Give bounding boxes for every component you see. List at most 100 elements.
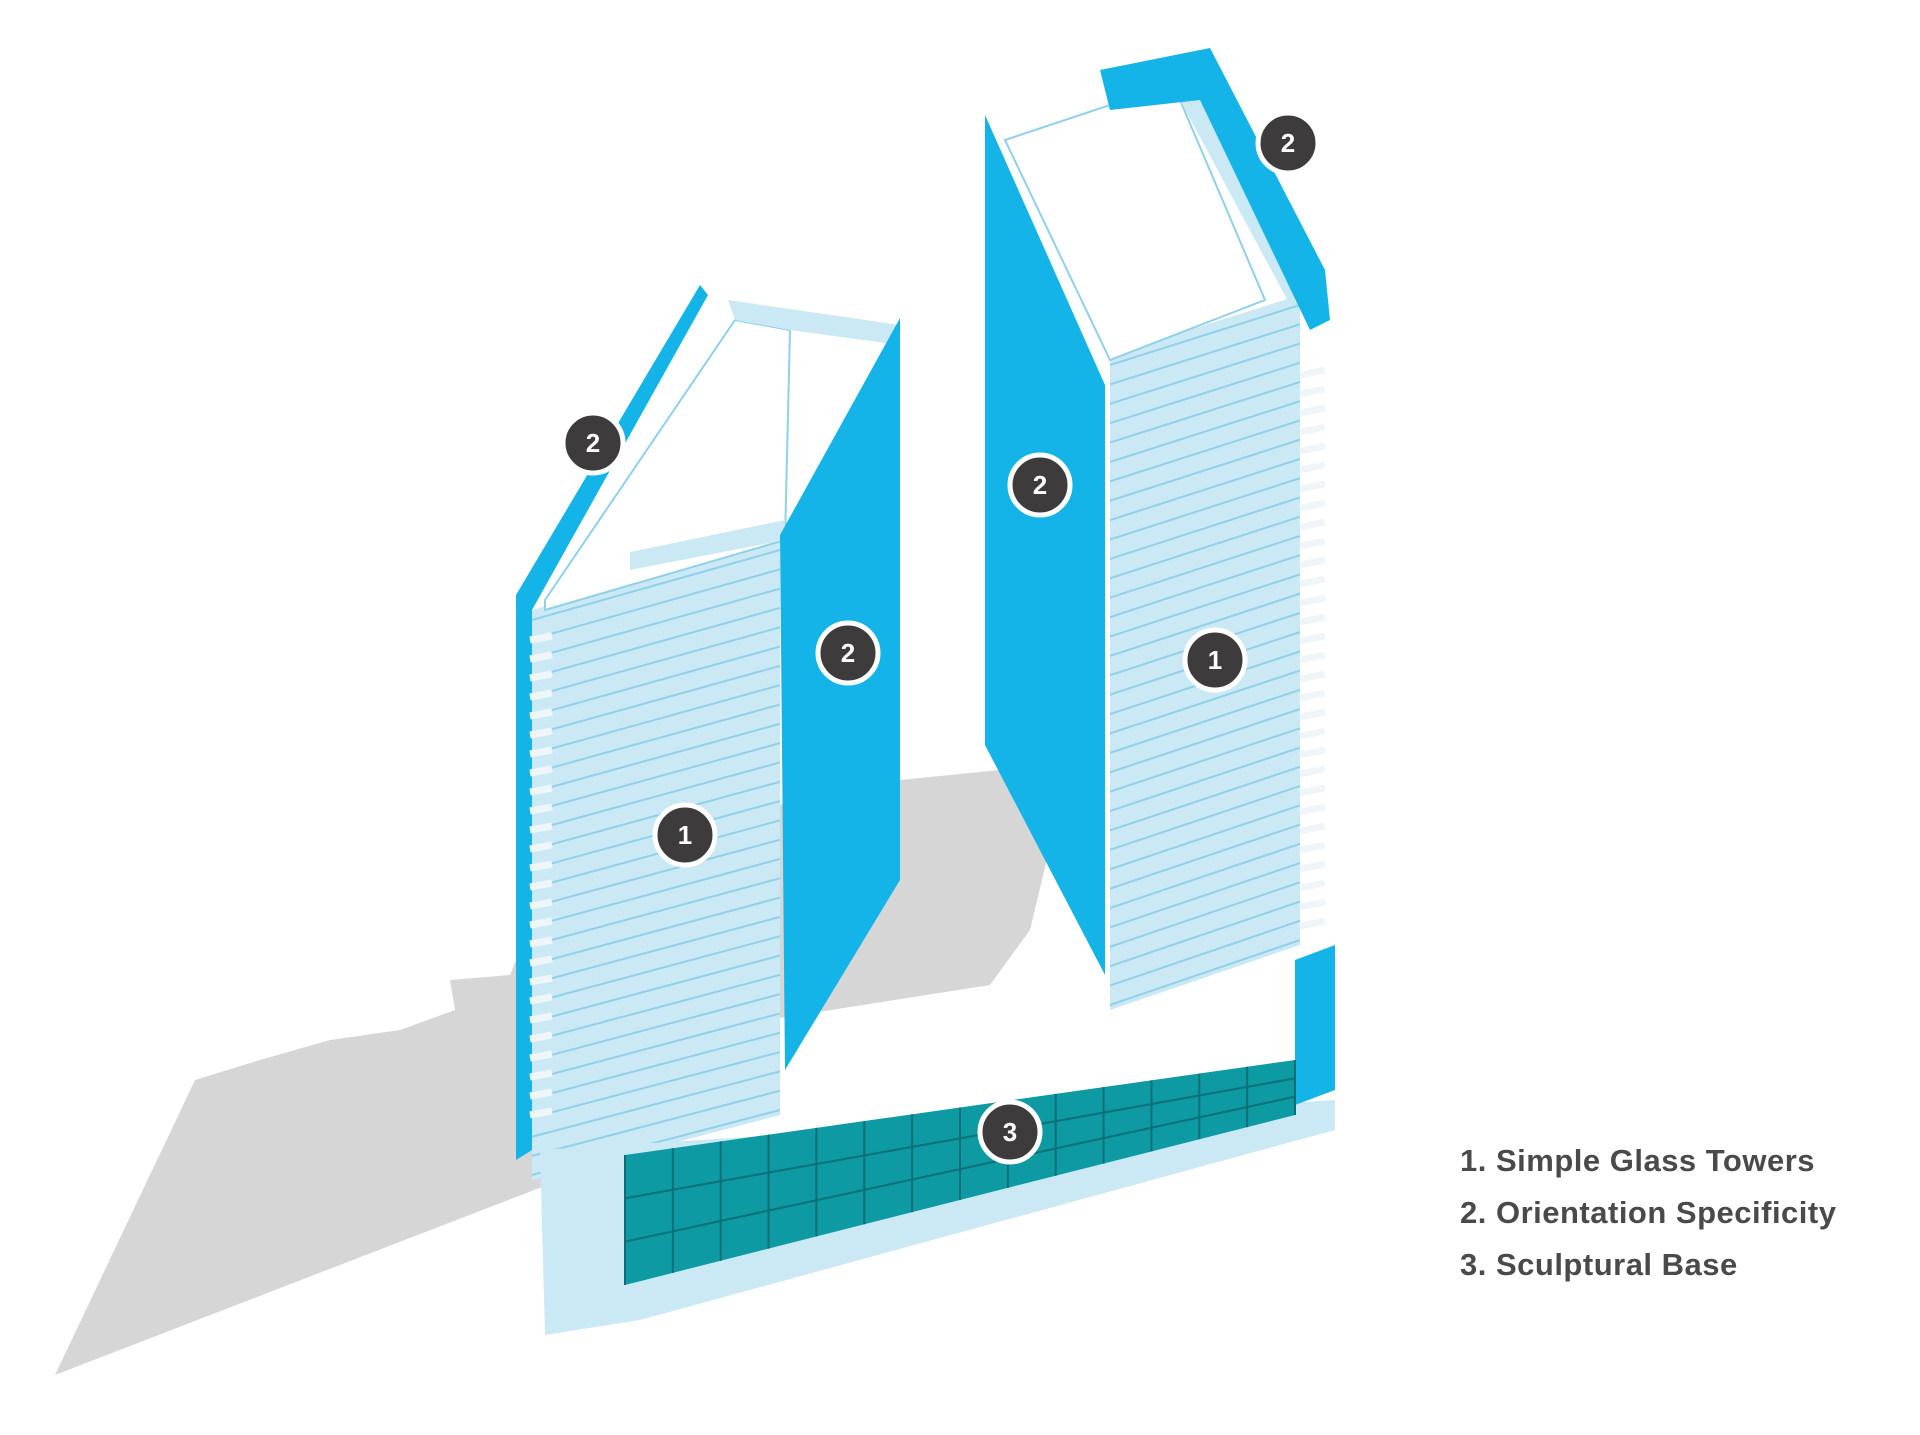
west-floor-line — [531, 742, 781, 813]
east-rib — [1299, 822, 1326, 835]
west-tower-ribs — [529, 632, 553, 1119]
west-rib — [529, 670, 553, 682]
east-rib — [1299, 461, 1326, 474]
east-rib — [1299, 860, 1326, 873]
west-floor-line — [531, 684, 781, 755]
west-rib — [529, 822, 553, 834]
east-floor-line — [1109, 842, 1301, 909]
east-rib — [1299, 575, 1326, 588]
west-floor-line — [531, 568, 781, 641]
east-rib — [1299, 423, 1326, 436]
west-tower-glass — [532, 540, 780, 1180]
marker-3-base: 3 — [977, 1099, 1043, 1165]
east-rib — [1299, 651, 1326, 664]
west-rib — [529, 1069, 553, 1081]
west-floor-line — [531, 954, 781, 1023]
west-rib — [529, 727, 553, 739]
west-rib — [529, 917, 553, 929]
west-rib — [529, 1050, 553, 1062]
west-floor-line — [531, 838, 781, 909]
east-floor-line — [1109, 688, 1301, 754]
west-floor-line — [531, 780, 781, 851]
marker-2-east-tower-roof: 2 — [1255, 110, 1321, 176]
east-rib — [1299, 632, 1326, 645]
east-rib — [1299, 803, 1326, 816]
west-floor-line — [531, 993, 781, 1062]
east-rib — [1299, 385, 1326, 398]
west-rib — [529, 993, 553, 1005]
east-rib — [1299, 879, 1326, 892]
east-floor-line — [1109, 515, 1301, 580]
west-rib — [529, 784, 553, 796]
east-floor-line — [1109, 881, 1301, 948]
west-rib — [529, 803, 553, 815]
east-tower-east-fin — [1100, 48, 1330, 330]
east-floor-line — [1109, 381, 1301, 444]
west-tower-glass-lines — [531, 549, 781, 1176]
east-floor-line — [1109, 765, 1301, 832]
east-floor-line — [1109, 862, 1301, 929]
west-floor-line — [531, 858, 781, 928]
west-rib — [529, 1107, 553, 1119]
east-rib — [1299, 708, 1326, 721]
east-rib — [1299, 480, 1326, 493]
west-floor-line — [531, 915, 781, 985]
east-floor-line — [1109, 400, 1301, 463]
west-rib — [529, 632, 553, 644]
east-rib — [1299, 537, 1326, 550]
west-floor-line — [531, 973, 781, 1043]
east-floor-line — [1109, 477, 1301, 541]
east-rib — [1299, 442, 1326, 455]
west-rib — [529, 651, 553, 663]
east-floor-line — [1109, 554, 1301, 619]
east-rib — [1299, 765, 1326, 778]
west-rib — [529, 765, 553, 777]
west-floor-line — [531, 549, 781, 621]
legend: 1. Simple Glass Towers 2. Orientation Sp… — [1460, 1135, 1836, 1291]
west-rib — [529, 974, 553, 986]
west-floor-line — [531, 606, 781, 679]
east-floor-line — [1109, 342, 1301, 405]
west-floor-line — [531, 1051, 781, 1119]
east-rib — [1299, 670, 1326, 683]
west-rib — [529, 708, 553, 720]
west-floor-line — [531, 587, 781, 660]
marker-2-west-tower-fin: 2 — [815, 620, 881, 686]
west-rib — [529, 841, 553, 853]
west-floor-line — [531, 1089, 781, 1157]
east-rib — [1299, 841, 1326, 854]
svg-text:1: 1 — [1208, 645, 1222, 675]
west-rib — [529, 898, 553, 910]
marker-2-west-tower-roof: 2 — [560, 410, 626, 476]
east-rib — [1299, 613, 1326, 626]
west-floor-line — [531, 626, 781, 698]
east-floor-line — [1109, 823, 1301, 890]
west-floor-line — [531, 664, 781, 736]
west-rib — [529, 1031, 553, 1043]
west-rib — [529, 936, 553, 948]
east-floor-line — [1109, 457, 1301, 522]
marker-1-east-tower: 1 — [1182, 627, 1248, 693]
east-floor-line — [1109, 804, 1301, 871]
east-floor-line — [1109, 746, 1301, 813]
east-floor-line — [1109, 669, 1301, 735]
east-floor-line — [1109, 573, 1301, 638]
west-tower-parapet — [728, 300, 900, 345]
west-rib — [529, 860, 553, 872]
base-grid-horizontal — [624, 1095, 1296, 1243]
east-floor-line — [1109, 304, 1301, 366]
east-floor-line — [1109, 323, 1301, 386]
marker-1-west-tower: 1 — [652, 802, 718, 868]
marker-2-east-tower-fin: 2 — [1007, 452, 1073, 518]
base-west-face — [1295, 945, 1335, 1105]
east-rib — [1299, 784, 1326, 797]
svg-text:2: 2 — [586, 428, 600, 458]
svg-text:2: 2 — [841, 638, 855, 668]
east-floor-line — [1109, 361, 1301, 425]
legend-item-simple-glass-towers: 1. Simple Glass Towers — [1460, 1143, 1816, 1178]
west-floor-line — [531, 877, 781, 947]
east-rib — [1299, 727, 1326, 740]
west-floor-line — [531, 1012, 781, 1081]
east-rib — [1299, 404, 1326, 417]
